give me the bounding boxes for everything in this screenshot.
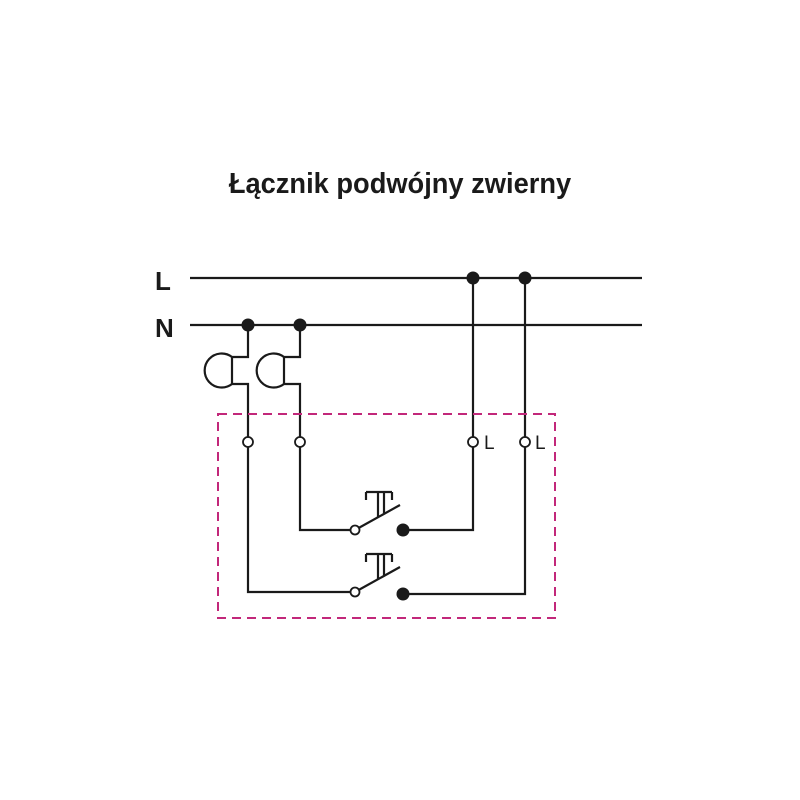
terminal-l-2	[519, 436, 531, 448]
switch-enclosure	[217, 413, 556, 619]
terminal-l-1	[467, 436, 479, 448]
lamp-1-symbol	[203, 325, 250, 442]
terminal-lamp-1	[242, 436, 254, 448]
diagram-title: Łącznik podwójny zwierny	[228, 168, 572, 200]
terminal-lamp-2	[294, 436, 306, 448]
junction-n-2	[293, 318, 307, 332]
pushbutton-contact-2	[354, 552, 401, 593]
wire-circuit-1	[298, 442, 355, 532]
terminal-label-l-1: L	[484, 433, 495, 454]
rail-label-l: L	[155, 266, 171, 296]
junction-l-2	[518, 271, 532, 285]
contact-1-open-terminal	[349, 524, 361, 536]
contact-1-fixed-terminal	[396, 523, 410, 537]
contact-2-open-terminal	[349, 586, 361, 598]
contact-2-fixed-terminal	[396, 587, 410, 601]
rail-label-n: N	[155, 313, 174, 343]
junction-n-1	[241, 318, 255, 332]
wire-circuit-2	[246, 442, 355, 594]
pushbutton-contact-1	[354, 490, 401, 531]
junction-l-1	[466, 271, 480, 285]
lamp-2-symbol	[255, 325, 302, 442]
terminal-label-l-2: L	[535, 433, 546, 454]
